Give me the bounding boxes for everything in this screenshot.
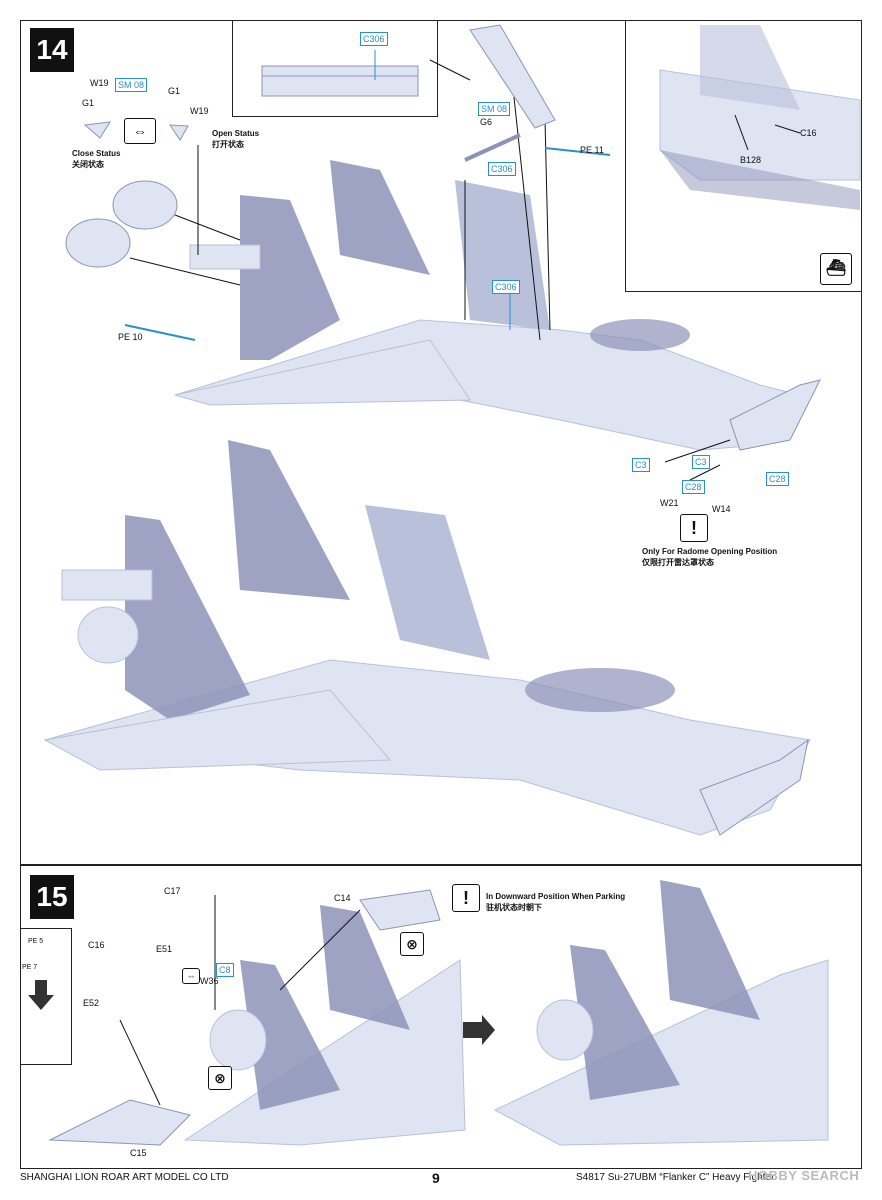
callout-c8: C8 [216,963,234,977]
label-pe10: PE 10 [118,332,143,342]
label-g1b: G1 [168,86,181,96]
close-status-cn: 关闭状态 [72,160,104,169]
label-c16-15: C16 [88,940,105,950]
callout-c306a: C306 [488,162,516,176]
swap-arrows-icon-15: ⇔ [182,968,200,984]
label-c15: C15 [130,1148,147,1158]
callout-c3b: C3 [692,455,710,469]
label-e52: E52 [83,998,100,1008]
label-c14: C14 [334,893,351,903]
label-w19b: W19 [190,106,209,116]
label-pe5: PE 5 [28,938,44,945]
parking-note-en: In Downward Position When Parking [486,892,626,901]
label-g6: G6 [480,117,493,127]
label-pe7: PE 7 [22,964,38,971]
open-status-en: Open Status [212,129,260,138]
label-c16: C16 [800,128,817,138]
label-pe11: PE 11 [580,145,604,155]
warning-icon: ! [680,514,708,542]
label-b128: B128 [740,155,762,165]
aircraft-top [65,24,821,451]
step-14-number: 14 [30,28,74,72]
step-15-number: 15 [30,875,74,919]
watermark: HOBBY SEARCH [748,1168,860,1183]
label-c17: C17 [164,886,181,896]
callout-c28b: C28 [766,472,789,486]
inset-tail-part [261,50,419,97]
no-glue-icon-2: ⊗ [208,1066,232,1090]
ship-icon: ⛴ [820,253,852,285]
open-status-cn: 打开状态 [212,140,244,149]
radome-note-en: Only For Radome Opening Position [642,547,778,556]
step-15-side-box [20,928,72,1065]
label-w14: W14 [712,504,731,514]
step-14-inset-detail [625,20,862,292]
step-14-panel [20,20,862,865]
label-g1a: G1 [82,98,95,108]
callout-c28a: C28 [682,480,705,494]
parking-note-cn: 驻机状态时朝下 [486,903,542,912]
label-w36: W36 [200,976,219,986]
label-w19a: W19 [90,78,109,88]
no-glue-icon: ⊗ [400,932,424,956]
swap-arrows-icon: ⇔ [124,118,156,144]
label-e51: E51 [156,944,173,954]
step-15-aircraft-left [48,889,466,1146]
step-14-inset-tail [232,20,438,117]
step-15-panel [20,865,862,1169]
callout-sm08a: SM 08 [115,78,148,92]
callout-c306-inset: C306 [360,32,388,46]
page-number: 9 [432,1170,440,1186]
footer-company: SHANGHAI LION ROAR ART MODEL CO LTD [20,1172,229,1183]
radome-note-cn: 仅限打开雷达罩状态 [642,558,714,567]
inset-detail-part [659,25,861,210]
step-15-aircraft-right [493,880,829,1146]
close-status-en: Close Status [72,149,121,158]
warning-icon-15: ! [452,884,480,912]
callout-c306b: C306 [492,280,520,294]
callout-sm08b: SM 08 [478,102,511,116]
label-w21: W21 [660,498,679,508]
footer-product: S4817 Su-27UBM “Flanker C” Heavy Fighter [576,1172,775,1183]
callout-c3a: C3 [632,458,650,472]
aircraft-middle [43,440,811,836]
